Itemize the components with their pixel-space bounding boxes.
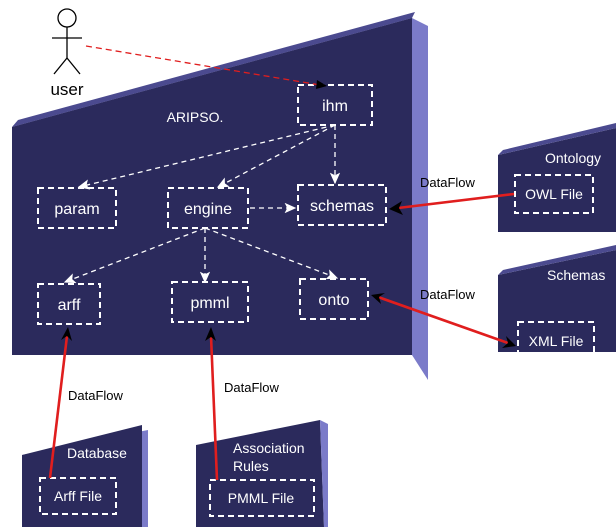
dependency-ihm-engine	[216, 124, 336, 188]
module-param[interactable]: param	[37, 187, 117, 229]
database-title: Database	[67, 445, 127, 461]
ontology-package: Ontology OWL File	[498, 123, 616, 232]
schemas-dataflow	[371, 293, 516, 348]
module-schemas[interactable]: schemas	[297, 184, 387, 226]
schemas-package: Schemas XML File	[498, 245, 616, 359]
user-actor-icon	[52, 8, 82, 75]
arff-file-label: Arff File	[54, 488, 102, 504]
module-onto-label: onto	[318, 292, 349, 309]
owl-file-label: OWL File	[525, 186, 583, 202]
module-ihm-label: ihm	[322, 98, 348, 115]
database-dataflow-label: DataFlow	[68, 388, 124, 403]
user-link-arrowhead	[316, 80, 327, 89]
association-title-line2: Rules	[233, 458, 269, 474]
database-package: Database Arff File	[22, 425, 148, 527]
ontology-dataflow-label: DataFlow	[420, 175, 476, 190]
module-dependencies	[63, 124, 341, 284]
association-title-line1: Association	[233, 440, 305, 456]
module-engine-label: engine	[184, 201, 232, 218]
schemas-title: Schemas	[547, 267, 605, 283]
module-arff[interactable]: arff	[37, 283, 101, 325]
module-schemas-label: schemas	[310, 198, 374, 215]
schemas-dataflow-label: DataFlow	[420, 287, 476, 302]
association-rules-package: Association Rules PMML File	[196, 420, 328, 527]
pmml-file-label: PMML File	[228, 490, 295, 506]
module-onto[interactable]: onto	[299, 278, 369, 320]
owl-file-box[interactable]	[514, 174, 594, 214]
module-engine[interactable]: engine	[167, 187, 249, 229]
dependency-engine-arff	[63, 227, 206, 284]
dependency-ihm-param	[77, 124, 336, 190]
main-package-title: ARIPSO.	[167, 109, 224, 125]
rules-dataflow-label: DataFlow	[224, 380, 280, 395]
arff-file-box[interactable]	[39, 477, 117, 515]
module-pmml[interactable]: pmml	[171, 281, 249, 323]
module-ihm[interactable]: ihm	[297, 84, 373, 126]
ontology-dataflow	[389, 192, 515, 215]
rules-dataflow	[205, 327, 219, 481]
module-param-label: param	[54, 201, 99, 218]
xml-file-label: XML File	[529, 333, 584, 349]
module-pmml-label: pmml	[190, 295, 229, 312]
xml-file-box[interactable]	[517, 321, 595, 359]
user-label: user	[50, 80, 83, 99]
database-dataflow	[48, 327, 72, 479]
module-arff-label: arff	[58, 297, 81, 314]
ontology-title: Ontology	[545, 150, 601, 166]
dependency-engine-onto	[204, 227, 339, 280]
pmml-file-box[interactable]	[209, 479, 315, 517]
main-package: ARIPSO.	[12, 12, 428, 380]
